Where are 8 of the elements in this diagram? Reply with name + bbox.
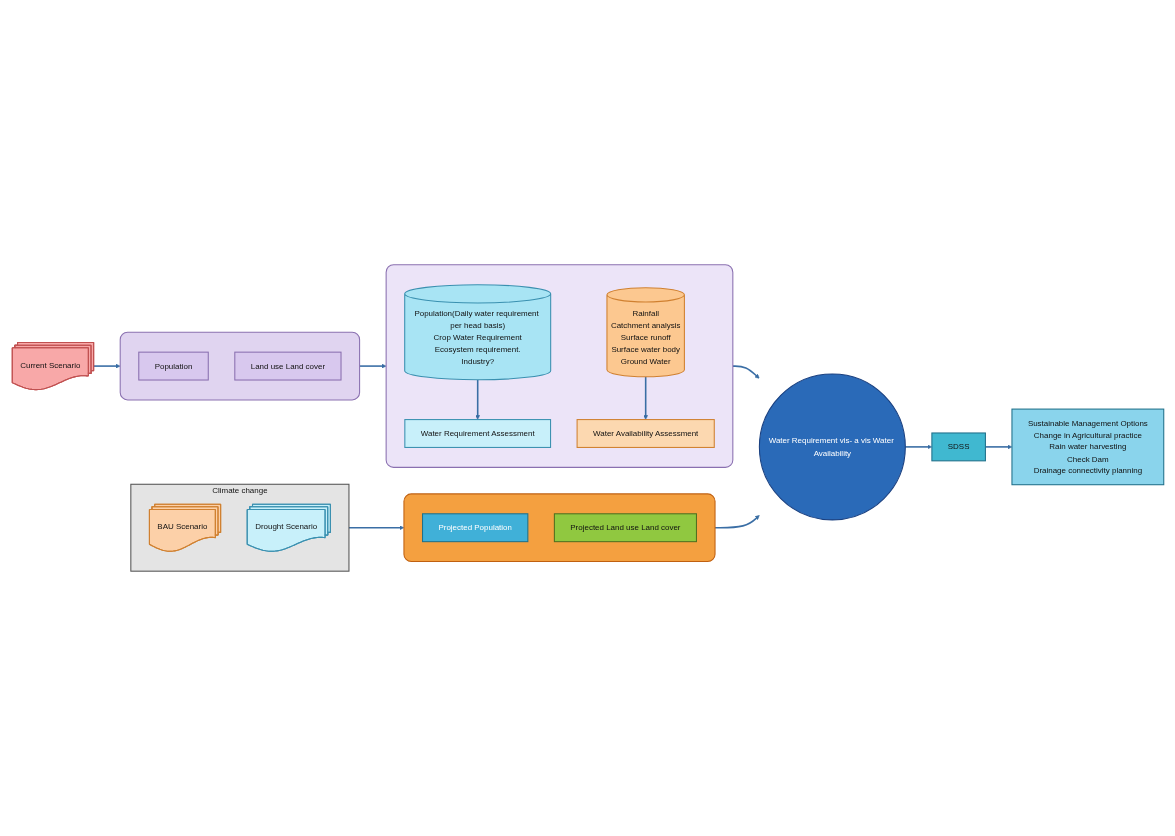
cluster [119, 331, 360, 401]
arrow [474, 378, 480, 420]
arrow [904, 444, 932, 450]
cluster [402, 493, 716, 563]
cluster [385, 264, 733, 468]
arrow [984, 444, 1012, 450]
arrow [92, 363, 120, 369]
arrow [642, 376, 648, 420]
